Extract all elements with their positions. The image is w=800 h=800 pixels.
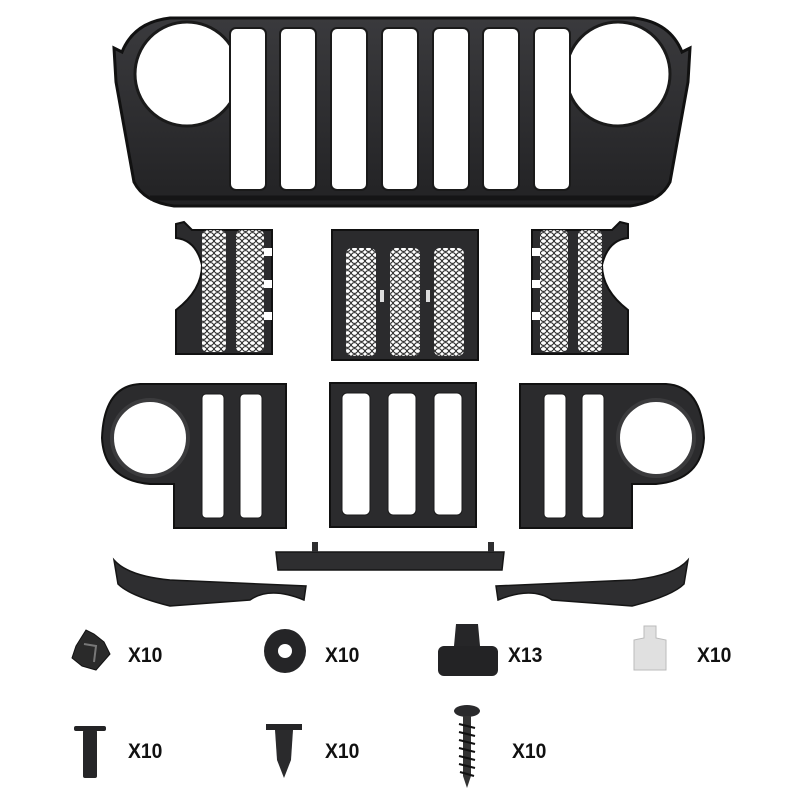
christmas-tree-clip-icon — [262, 716, 306, 780]
main-grille — [110, 12, 694, 212]
screw-icon — [452, 704, 482, 790]
u-nut-clip-icon — [66, 624, 116, 674]
qty-label: X10 — [697, 644, 732, 667]
bezel-insert-right — [516, 380, 706, 530]
qty-label: X10 — [325, 644, 360, 667]
qty-label: X13 — [508, 644, 543, 667]
mesh-insert-right — [526, 220, 632, 360]
push-pin-rivet-icon — [70, 724, 110, 780]
bezel-insert-center — [328, 381, 478, 529]
clear-clip-icon — [630, 624, 670, 674]
mesh-insert-left — [172, 220, 278, 360]
mesh-insert-center — [330, 228, 480, 362]
lower-trim-center — [272, 540, 508, 574]
lower-trim-left — [110, 556, 310, 608]
qty-label: X10 — [512, 740, 547, 763]
qty-label: X10 — [128, 644, 163, 667]
qty-label: X10 — [325, 740, 360, 763]
qty-label: X10 — [128, 740, 163, 763]
washer-icon — [262, 628, 308, 674]
bezel-insert-left — [100, 380, 290, 530]
push-retainer-icon — [436, 622, 500, 678]
lower-trim-right — [492, 556, 692, 608]
